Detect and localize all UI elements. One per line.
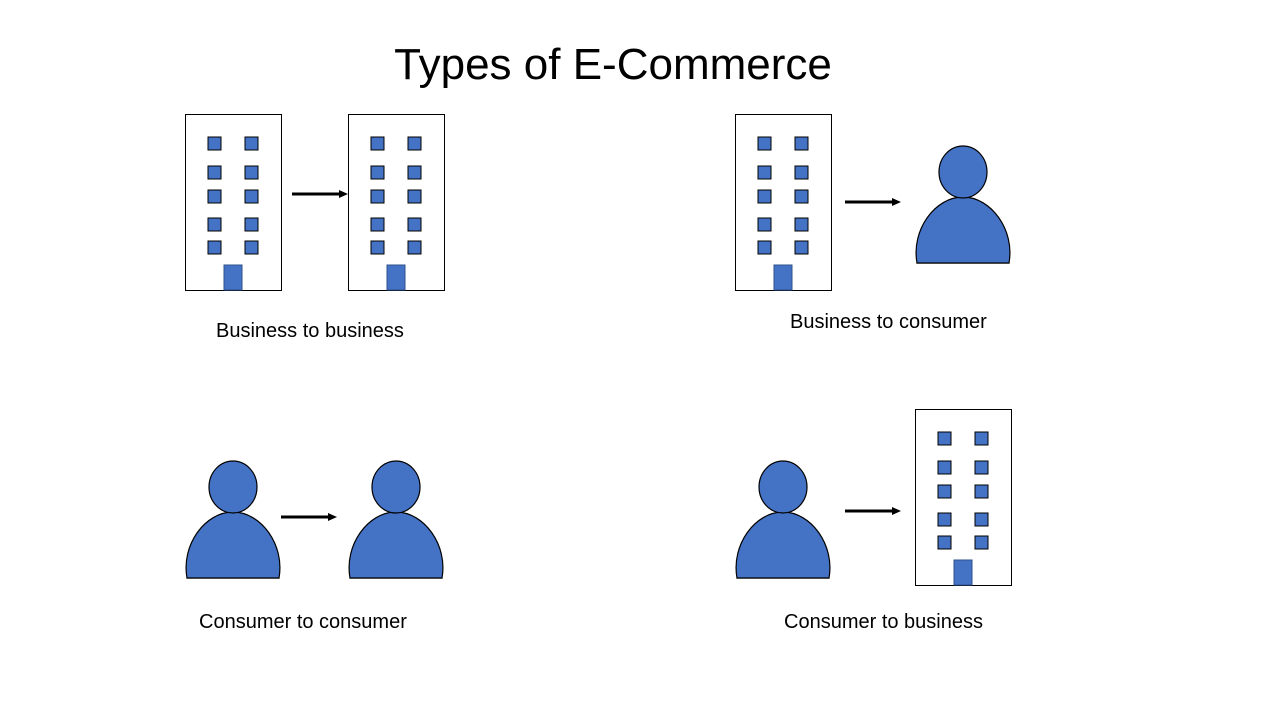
person-icon (915, 145, 1011, 264)
window (757, 136, 772, 151)
window (974, 535, 989, 550)
window (207, 240, 222, 255)
window (407, 136, 422, 151)
window (244, 189, 259, 204)
window (794, 217, 809, 232)
window (370, 165, 385, 180)
window (974, 512, 989, 527)
building-icon (915, 409, 1012, 586)
window (937, 512, 952, 527)
window (757, 165, 772, 180)
building-icon (735, 114, 832, 291)
door (223, 264, 243, 291)
window (244, 165, 259, 180)
window (757, 189, 772, 204)
window (207, 165, 222, 180)
label-b2c: Business to consumer (790, 311, 987, 333)
window (757, 240, 772, 255)
person-icon (735, 460, 831, 579)
window (757, 217, 772, 232)
window (244, 240, 259, 255)
window (974, 460, 989, 475)
building-icon (348, 114, 445, 291)
building-icon (185, 114, 282, 291)
window (794, 136, 809, 151)
window (794, 240, 809, 255)
window (407, 165, 422, 180)
person-icon (185, 460, 281, 579)
window (407, 217, 422, 232)
label-c2b: Consumer to business (784, 611, 983, 633)
window (794, 165, 809, 180)
door (953, 559, 973, 586)
window (207, 136, 222, 151)
window (244, 136, 259, 151)
window (937, 484, 952, 499)
window (370, 189, 385, 204)
window (974, 431, 989, 446)
label-c2c: Consumer to consumer (199, 611, 407, 633)
label-b2b: Business to business (216, 320, 404, 342)
window (937, 431, 952, 446)
door (386, 264, 406, 291)
window (207, 189, 222, 204)
window (407, 189, 422, 204)
arrow-icon (281, 513, 337, 521)
window (370, 240, 385, 255)
arrow-icon (292, 190, 348, 198)
window (937, 535, 952, 550)
arrow-icon (845, 198, 901, 206)
window (794, 189, 809, 204)
window (244, 217, 259, 232)
slide-title: Types of E-Commerce (394, 40, 832, 89)
person-icon (348, 460, 444, 579)
window (370, 136, 385, 151)
window (937, 460, 952, 475)
window (370, 217, 385, 232)
door (773, 264, 793, 291)
arrow-icon (845, 507, 901, 515)
window (974, 484, 989, 499)
window (407, 240, 422, 255)
window (207, 217, 222, 232)
